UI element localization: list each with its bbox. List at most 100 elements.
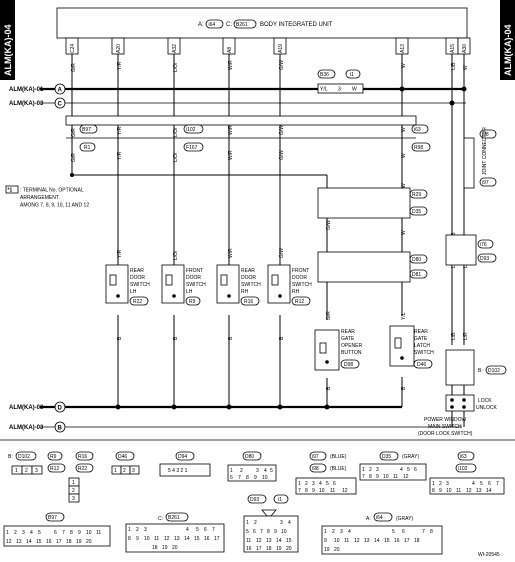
svg-text:5: 5 xyxy=(270,468,273,474)
svg-text:SWITCH: SWITCH xyxy=(130,282,150,288)
svg-text:13: 13 xyxy=(174,536,180,542)
svg-text:8: 8 xyxy=(430,529,433,535)
right-tab-label: ALM(KA)-04 xyxy=(503,25,513,77)
svg-text:B: B xyxy=(58,426,63,432)
svg-text:3: 3 xyxy=(338,87,341,93)
svg-text:W/R: W/R xyxy=(228,125,234,135)
svg-text:6: 6 xyxy=(204,527,207,533)
svg-text:7: 7 xyxy=(260,529,263,535)
svg-text:REAR: REAR xyxy=(341,329,355,335)
svg-text:D102: D102 xyxy=(488,368,500,374)
svg-text:REAR: REAR xyxy=(130,268,144,274)
svg-text:: TERMINAL No. OPTIONAL: : TERMINAL No. OPTIONAL xyxy=(20,188,84,194)
svg-text:D: D xyxy=(58,406,63,412)
code-oval xyxy=(205,19,224,29)
harness-connectors: B36 i1 Y/L 3 W B97 R1 i102 F167 i63 R98 … xyxy=(65,69,497,283)
svg-text:4: 4 xyxy=(186,527,189,533)
svg-text:JOINT CONNECTOR: JOINT CONNECTOR xyxy=(482,127,488,175)
svg-text:F167: F167 xyxy=(186,145,198,151)
svg-text:A: A xyxy=(58,88,63,94)
svg-text:RH: RH xyxy=(241,289,249,295)
left-tab xyxy=(0,0,15,80)
svg-text:A30: A30 xyxy=(462,44,468,53)
svg-text:9: 9 xyxy=(439,488,442,494)
wires xyxy=(71,54,465,427)
svg-text:C24: C24 xyxy=(70,44,76,53)
svg-text:2: 2 xyxy=(136,527,139,533)
svg-text:8: 8 xyxy=(246,475,249,481)
svg-text:D98: D98 xyxy=(344,362,353,368)
terminal-note: *1 : TERMINAL No. OPTIONAL ARRANGEMENT A… xyxy=(5,185,89,209)
svg-text:10: 10 xyxy=(144,536,150,542)
svg-text:18: 18 xyxy=(414,538,420,544)
svg-text:17: 17 xyxy=(56,539,62,545)
svg-text:12: 12 xyxy=(256,538,262,544)
svg-text:5: 5 xyxy=(38,530,41,536)
svg-text:4: 4 xyxy=(400,467,403,473)
left-tab-label: ALM(KA)-04 xyxy=(3,25,13,77)
svg-text:DOOR: DOOR xyxy=(292,275,307,281)
svg-text:B36: B36 xyxy=(320,72,329,78)
svg-text:6: 6 xyxy=(253,529,256,535)
svg-text:A:: A: xyxy=(366,516,371,522)
svg-text:20: 20 xyxy=(334,547,340,553)
svg-text:6: 6 xyxy=(402,529,405,535)
svg-text:(BLUE): (BLUE) xyxy=(330,454,347,460)
code-oval xyxy=(233,19,257,29)
svg-text:R16: R16 xyxy=(244,299,253,305)
svg-text:ALM(KA)-03: ALM(KA)-03 xyxy=(9,425,44,431)
svg-text:G/W: G/W xyxy=(279,125,285,135)
svg-text:REAR: REAR xyxy=(414,329,428,335)
unit-pins: C24 A20 A32 A8 A19 A13 A15 A30 xyxy=(65,37,471,55)
svg-text:D35: D35 xyxy=(382,454,391,460)
svg-text:D102: D102 xyxy=(18,454,30,460)
svg-text:AMONG 7, 8, 9, 10, 11 AND 12: AMONG 7, 8, 9, 10, 11 AND 12 xyxy=(20,203,89,209)
svg-text:W/R: W/R xyxy=(228,248,234,258)
svg-text:14: 14 xyxy=(374,538,380,544)
svg-text:ARRANGEMENT: ARRANGEMENT xyxy=(20,195,59,201)
svg-text:12: 12 xyxy=(6,539,12,545)
svg-text:11: 11 xyxy=(246,538,251,544)
unit-ref-a: A: xyxy=(198,22,204,28)
svg-text:11: 11 xyxy=(96,530,101,536)
svg-text:D94: D94 xyxy=(178,454,187,460)
svg-text:3: 3 xyxy=(22,530,25,536)
svg-text:18: 18 xyxy=(66,539,72,545)
svg-text:(BLUE): (BLUE) xyxy=(330,466,347,472)
svg-text:POWER WINDOW: POWER WINDOW xyxy=(424,417,466,423)
svg-text:6: 6 xyxy=(488,481,491,487)
svg-text:5: 5 xyxy=(196,527,199,533)
svg-text:Y/R: Y/R xyxy=(117,61,123,70)
svg-text:W: W xyxy=(401,63,407,68)
svg-text:4: 4 xyxy=(348,529,351,535)
svg-text:W: W xyxy=(401,230,407,235)
svg-text:1: 1 xyxy=(432,481,435,487)
svg-text:7: 7 xyxy=(212,527,215,533)
svg-text:R9: R9 xyxy=(50,454,57,460)
svg-text:7: 7 xyxy=(362,474,365,480)
switch-rear-door-lh: REAR DOOR SWITCH LH R22 xyxy=(105,264,150,306)
svg-text:13: 13 xyxy=(266,538,272,544)
svg-text:i102: i102 xyxy=(186,127,196,133)
unit-ref-c: C: xyxy=(226,22,232,28)
svg-text:UNLOCK: UNLOCK xyxy=(476,405,498,411)
svg-text:2: 2 xyxy=(332,529,335,535)
svg-text:4: 4 xyxy=(264,468,267,474)
svg-text:BUTTON: BUTTON xyxy=(341,350,362,356)
svg-text:3: 3 xyxy=(72,496,75,502)
svg-text:6: 6 xyxy=(414,467,417,473)
svg-text:D80: D80 xyxy=(412,257,421,263)
svg-text:G/R: G/R xyxy=(71,63,77,72)
svg-text:12: 12 xyxy=(466,488,472,494)
svg-text:SWITCH: SWITCH xyxy=(186,282,206,288)
svg-text:G/W: G/W xyxy=(326,220,332,230)
svg-text:i1: i1 xyxy=(350,72,354,78)
svg-text:14: 14 xyxy=(26,539,32,545)
svg-text:8: 8 xyxy=(128,536,131,542)
svg-text:R29: R29 xyxy=(412,192,421,198)
svg-text:20: 20 xyxy=(86,539,92,545)
svg-text:LH: LH xyxy=(130,289,137,295)
svg-text:5 4 3 2 1: 5 4 3 2 1 xyxy=(168,468,188,474)
svg-text:1: 1 xyxy=(230,468,233,474)
svg-text:LH: LH xyxy=(186,289,193,295)
